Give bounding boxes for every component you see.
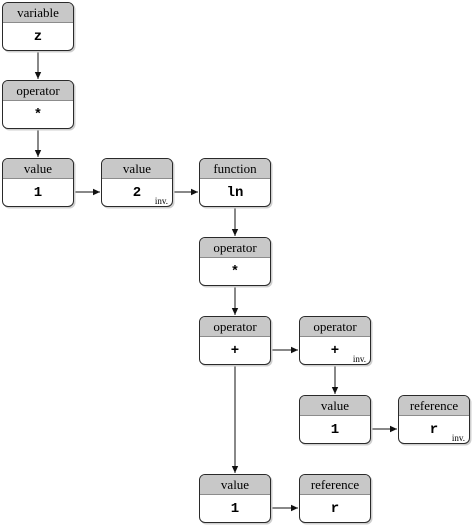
node-value-text: * <box>230 264 240 280</box>
node-type-label: operator <box>200 317 270 337</box>
node-value-text: + <box>230 343 240 359</box>
node-type-label: value <box>3 159 73 179</box>
node-value-text: * <box>33 107 43 123</box>
node-value: 1 <box>3 179 73 206</box>
node-type-label: value <box>200 475 270 495</box>
node-value-2: value 2 inv. <box>101 158 173 207</box>
node-value: 2 inv. <box>102 179 172 206</box>
node-value-text: r <box>429 422 439 438</box>
node-value: ln <box>200 179 270 206</box>
node-operator-plus: operator + <box>199 316 271 365</box>
node-operator-multiply: operator * <box>199 237 271 286</box>
node-value-1: value 1 <box>2 158 74 207</box>
node-flag: inv. <box>451 433 465 443</box>
node-value-text: 1 <box>230 501 240 517</box>
node-reference-r: reference r <box>299 474 371 523</box>
node-type-label: operator <box>3 81 73 101</box>
node-value-text: 1 <box>33 185 43 201</box>
node-type-label: operator <box>300 317 370 337</box>
node-value: + <box>200 337 270 364</box>
node-value-text: r <box>330 501 340 517</box>
node-type-label: variable <box>3 3 73 23</box>
node-operator-plus-inverse: operator + inv. <box>299 316 371 365</box>
node-type-label: function <box>200 159 270 179</box>
node-value: z <box>3 23 73 50</box>
node-value-text: 2 <box>132 185 142 201</box>
node-value: * <box>3 101 73 128</box>
node-flag: inv. <box>352 354 366 364</box>
node-value-text: 1 <box>330 422 340 438</box>
node-type-label: value <box>300 396 370 416</box>
node-type-label: reference <box>399 396 469 416</box>
node-type-label: operator <box>200 238 270 258</box>
node-value: r <box>300 495 370 522</box>
node-variable-z: variable z <box>2 2 74 51</box>
node-value: 1 <box>300 416 370 443</box>
node-value-text: ln <box>226 185 244 201</box>
node-value: 1 <box>200 495 270 522</box>
node-reference-r-inverse: reference r inv. <box>398 395 470 444</box>
node-operator-multiply: operator * <box>2 80 74 129</box>
node-value-1: value 1 <box>199 474 271 523</box>
node-value-text: + <box>330 343 340 359</box>
node-value: r inv. <box>399 416 469 443</box>
node-value: * <box>200 258 270 285</box>
node-value: + inv. <box>300 337 370 364</box>
node-flag: inv. <box>154 196 168 206</box>
node-type-label: reference <box>300 475 370 495</box>
node-type-label: value <box>102 159 172 179</box>
node-value-text: z <box>33 29 43 45</box>
node-function-ln: function ln <box>199 158 271 207</box>
node-value-1: value 1 <box>299 395 371 444</box>
